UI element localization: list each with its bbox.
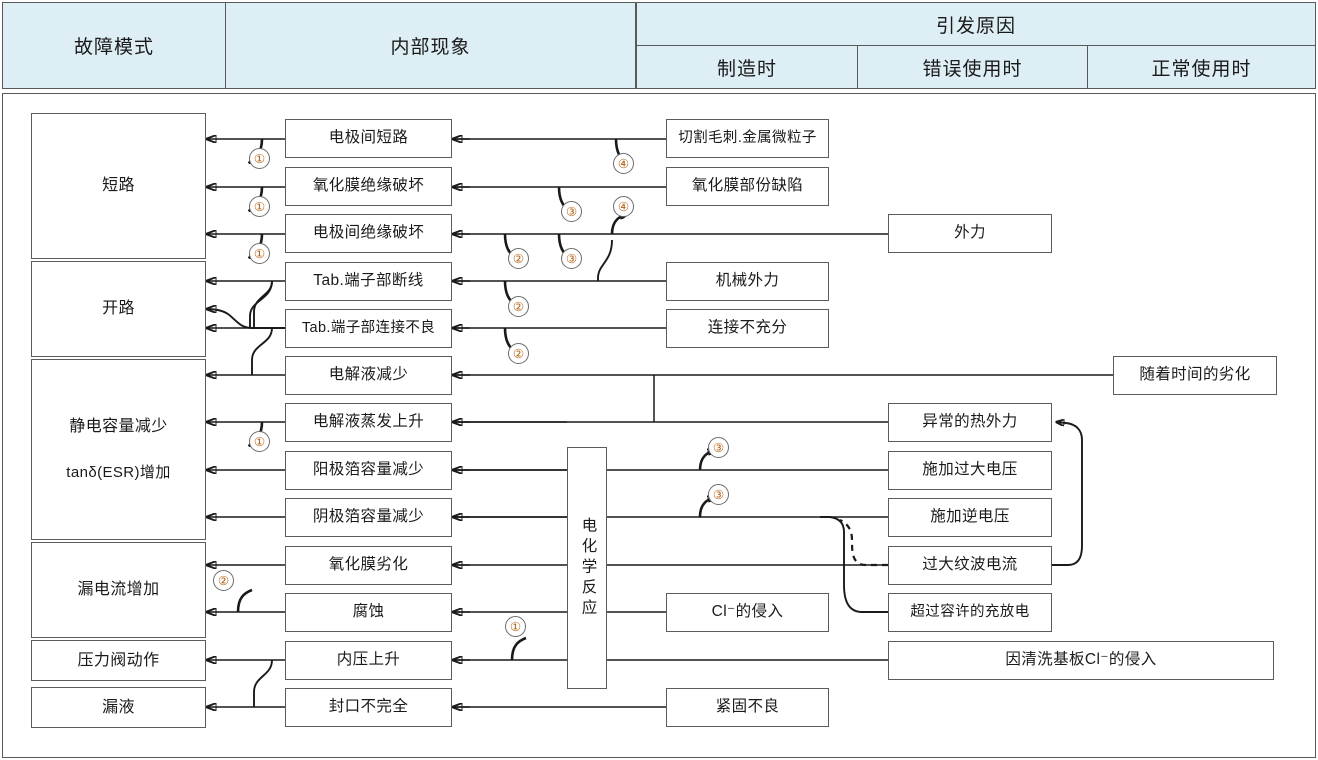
failure-mode-label: 压力阀动作 (77, 651, 160, 669)
cause-label: 机械外力 (715, 272, 780, 290)
cause-misuse-box-chloride-from-pcb-cleaning[interactable]: 因清洗基板Cl⁻的侵入 (888, 641, 1274, 680)
cause-manufacture-box-insufficient-connection[interactable]: 连接不充分 (666, 309, 829, 348)
step-marker-1c: ① (249, 243, 270, 264)
cause-label: 随着时间的劣化 (1139, 366, 1251, 384)
header-cause-normal-label: 正常使用时 (1151, 58, 1252, 80)
failure-mode-label: 静电容量减少 (69, 417, 168, 435)
internal-label: 封口不完全 (328, 698, 409, 716)
failure-mode-label: 漏电流增加 (77, 581, 160, 599)
header-cause-misuse-label: 错误使用时 (922, 58, 1023, 80)
step-marker-4a: ④ (613, 153, 634, 174)
cause-misuse-box-abnormal-thermal-force[interactable]: 异常的热外力 (888, 403, 1052, 442)
cause-label: 因清洗基板Cl⁻的侵入 (1005, 651, 1157, 669)
cause-label: 氧化膜部份缺陷 (691, 177, 804, 195)
internal-label: 电极间短路 (328, 129, 409, 147)
step-marker-3c: ③ (708, 437, 729, 458)
cause-label: 施加逆电压 (930, 508, 1010, 526)
internal-box-electrolyte-decrease[interactable]: 电解液减少 (285, 356, 452, 395)
header-failure-mode-label: 故障模式 (73, 37, 154, 58)
internal-label: 电极间绝缘破坏 (312, 224, 425, 242)
cause-manufacture-box-burr-metal-particles[interactable]: 切割毛刺.金属微粒子 (666, 119, 829, 158)
internal-label: 阳极箔容量减少 (312, 461, 425, 479)
failure-mode-box-leakage-current[interactable]: 漏电流增加 (31, 542, 206, 638)
internal-label: Tab.端子部连接不良 (301, 319, 436, 336)
cause-manufacture-box-mechanical-force[interactable]: 机械外力 (666, 262, 829, 301)
internal-label: 氧化膜绝缘破坏 (312, 177, 425, 195)
failure-mode-box-capacitance-drop[interactable]: 静电容量减少 tanδ(ESR)增加 (31, 359, 206, 540)
cause-misuse-box-reverse-voltage[interactable]: 施加逆电压 (888, 498, 1052, 537)
cause-label: 施加过大电压 (922, 461, 1018, 479)
step-marker-4b: ④ (613, 196, 634, 217)
internal-label: 氧化膜劣化 (328, 556, 409, 574)
failure-mode-box-short-circuit[interactable]: 短路 (31, 113, 206, 259)
step-marker-2a: ② (508, 248, 529, 269)
step-marker-2c: ② (508, 343, 529, 364)
internal-box-electrolyte-evaporation[interactable]: 电解液蒸发上升 (285, 403, 452, 442)
cause-manufacture-box-chloride-ingress[interactable]: Cl⁻的侵入 (666, 593, 829, 632)
failure-mode-box-pressure-valve[interactable]: 压力阀动作 (31, 640, 206, 681)
failure-mode-label: 短路 (102, 177, 135, 195)
internal-box-corrosion[interactable]: 腐蚀 (285, 593, 452, 632)
internal-box-oxide-degradation[interactable]: 氧化膜劣化 (285, 546, 452, 585)
internal-label: 内压上升 (336, 651, 401, 669)
header-cause-manufacture-label: 制造时 (716, 58, 777, 80)
header-cause-group: 引发原因 (636, 2, 1316, 46)
internal-label: 电解液蒸发上升 (312, 413, 425, 431)
failure-mode-label: 漏液 (102, 698, 135, 716)
cause-normal-box-external-force[interactable]: 外力 (888, 214, 1052, 253)
internal-label: 电解液减少 (328, 366, 409, 384)
internal-box-oxide-insulation-break[interactable]: 氧化膜绝缘破坏 (285, 167, 452, 206)
internal-box-internal-pressure-rise[interactable]: 内压上升 (285, 641, 452, 680)
step-marker-3b: ③ (561, 248, 582, 269)
internal-label: 阴极箔容量减少 (312, 508, 425, 526)
step-marker-1b: ① (249, 196, 270, 217)
step-marker-1e: ① (505, 616, 526, 637)
step-marker-1d: ① (249, 431, 270, 452)
internal-box-anode-foil-capacity-drop[interactable]: 阳极箔容量减少 (285, 451, 452, 490)
header-internal-phenomena-label: 内部现象 (390, 37, 471, 58)
step-marker-2b: ② (508, 296, 529, 317)
cause-misuse-box-excessive-ripple-current[interactable]: 过大纹波电流 (888, 546, 1052, 585)
header-cause-manufacture: 制造时 (636, 45, 858, 89)
internal-label: 腐蚀 (352, 603, 385, 621)
cause-label: 切割毛刺.金属微粒子 (678, 129, 817, 146)
cause-label: Cl⁻的侵入 (711, 603, 784, 621)
internal-box-tab-bad-connection[interactable]: Tab.端子部连接不良 (285, 309, 452, 348)
cause-misuse-box-excess-charge-discharge[interactable]: 超过容许的充放电 (888, 593, 1052, 632)
header-cause-misuse: 错误使用时 (857, 45, 1088, 89)
cause-manufacture-box-poor-fastening[interactable]: 紧固不良 (666, 688, 829, 727)
header-internal-phenomena: 内部现象 (225, 2, 636, 89)
failure-mode-label: 开路 (102, 300, 135, 318)
internal-label: Tab.端子部断线 (313, 272, 424, 290)
cause-label: 外力 (954, 224, 986, 242)
failure-mode-box-open-circuit[interactable]: 开路 (31, 261, 206, 357)
cause-normal-box-aging-degradation[interactable]: 随着时间的劣化 (1113, 356, 1277, 395)
electrochemical-reaction-box[interactable]: 电化学反应 (567, 447, 607, 689)
electrochemical-reaction-label: 电化学反应 (579, 516, 597, 620)
cause-label: 过大纹波电流 (922, 556, 1018, 574)
cause-label: 异常的热外力 (922, 413, 1018, 431)
step-marker-3a: ③ (561, 201, 582, 222)
cause-manufacture-box-oxide-partial-defect[interactable]: 氧化膜部份缺陷 (666, 167, 829, 206)
cause-misuse-box-overvoltage[interactable]: 施加过大电压 (888, 451, 1052, 490)
internal-box-cathode-foil-capacity-drop[interactable]: 阴极箔容量减少 (285, 498, 452, 537)
diagram-header: 故障模式 内部现象 引发原因 制造时 错误使用时 正常使用时 (0, 0, 1318, 91)
step-marker-3d: ③ (708, 484, 729, 505)
internal-box-electrode-insulation-break[interactable]: 电极间绝缘破坏 (285, 214, 452, 253)
cause-label: 紧固不良 (715, 698, 780, 716)
step-marker-2d: ② (213, 570, 234, 591)
internal-box-incomplete-seal[interactable]: 封口不完全 (285, 688, 452, 727)
header-failure-mode: 故障模式 (2, 2, 226, 89)
internal-box-electrode-short[interactable]: 电极间短路 (285, 119, 452, 158)
cause-label: 连接不充分 (707, 319, 788, 337)
failure-mode-box-liquid-leak[interactable]: 漏液 (31, 687, 206, 728)
internal-box-tab-wire-break[interactable]: Tab.端子部断线 (285, 262, 452, 301)
header-cause-group-label: 引发原因 (935, 15, 1016, 37)
cause-label: 超过容许的充放电 (910, 603, 1030, 620)
step-marker-1a: ① (249, 148, 270, 169)
failure-mode-label-secondary: tanδ(ESR)增加 (66, 464, 171, 482)
header-cause-normal: 正常使用时 (1087, 45, 1316, 89)
